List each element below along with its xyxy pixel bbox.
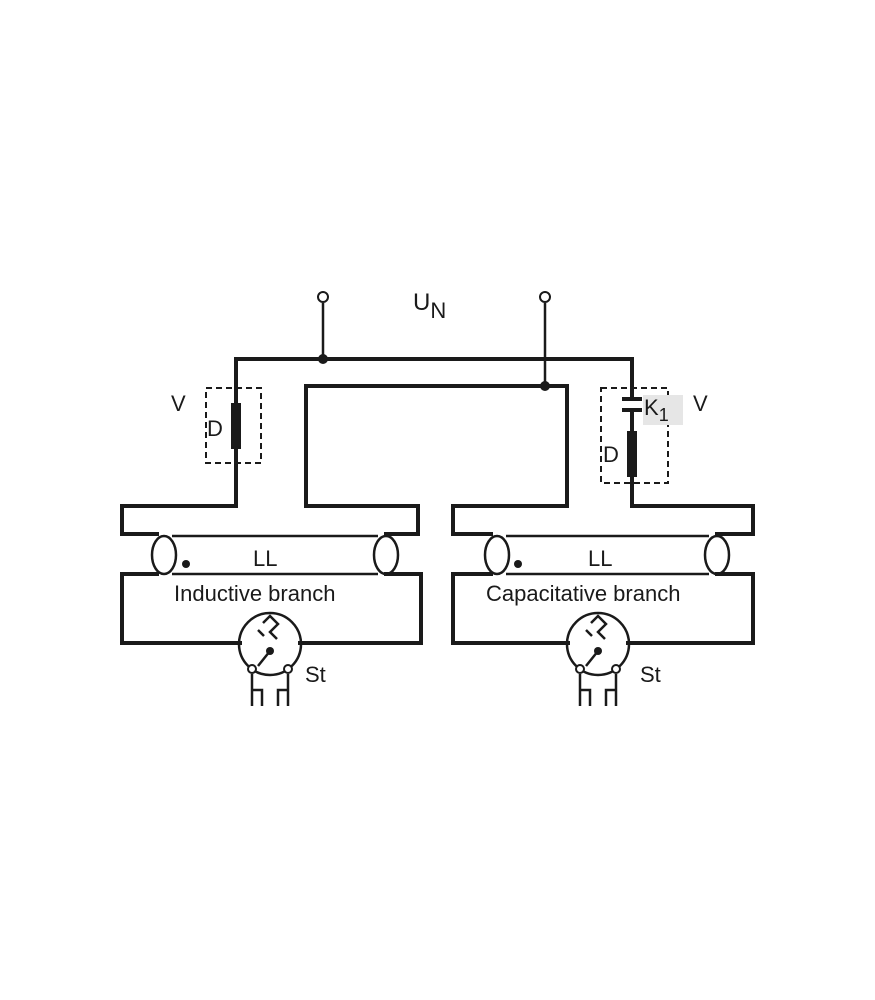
capacitor-label: K1	[644, 395, 669, 425]
supply-voltage-label: UN	[413, 289, 446, 323]
terminal-right	[539, 291, 551, 303]
left-choke-coil	[231, 403, 241, 449]
terminal-left	[317, 291, 329, 303]
left-lamp-filament-left	[150, 534, 178, 576]
right-ballast-label: V	[693, 391, 708, 416]
top-supply-wire	[234, 357, 634, 405]
capacitative-branch	[451, 504, 755, 706]
right-ballast	[600, 387, 683, 508]
left-lamp-filament-right	[372, 534, 400, 576]
supply-terminals	[317, 291, 551, 386]
right-branch-caption: Capacitative branch	[486, 581, 680, 606]
left-ballast	[205, 387, 262, 508]
right-starter-label: St	[640, 662, 661, 687]
right-starter	[565, 611, 631, 706]
left-branch-caption: Inductive branch	[174, 581, 335, 606]
capacitor-highlight	[643, 395, 683, 425]
return-wire	[304, 384, 569, 536]
right-lamp-filament-right	[703, 534, 731, 576]
inductive-branch	[120, 504, 423, 706]
junction-dot-right	[540, 381, 550, 391]
left-ballast-label: V	[171, 391, 186, 416]
junction-dot-left	[318, 354, 328, 364]
right-choke-coil	[627, 431, 637, 477]
right-lamp	[483, 534, 731, 576]
right-lamp-filament-left	[483, 534, 511, 576]
left-starter	[237, 611, 303, 706]
right-lamp-label: LL	[588, 546, 612, 571]
left-starter-label: St	[305, 662, 326, 687]
left-lamp-label: LL	[253, 546, 277, 571]
right-choke-label: D	[603, 442, 619, 467]
left-choke-label: D	[207, 416, 223, 441]
